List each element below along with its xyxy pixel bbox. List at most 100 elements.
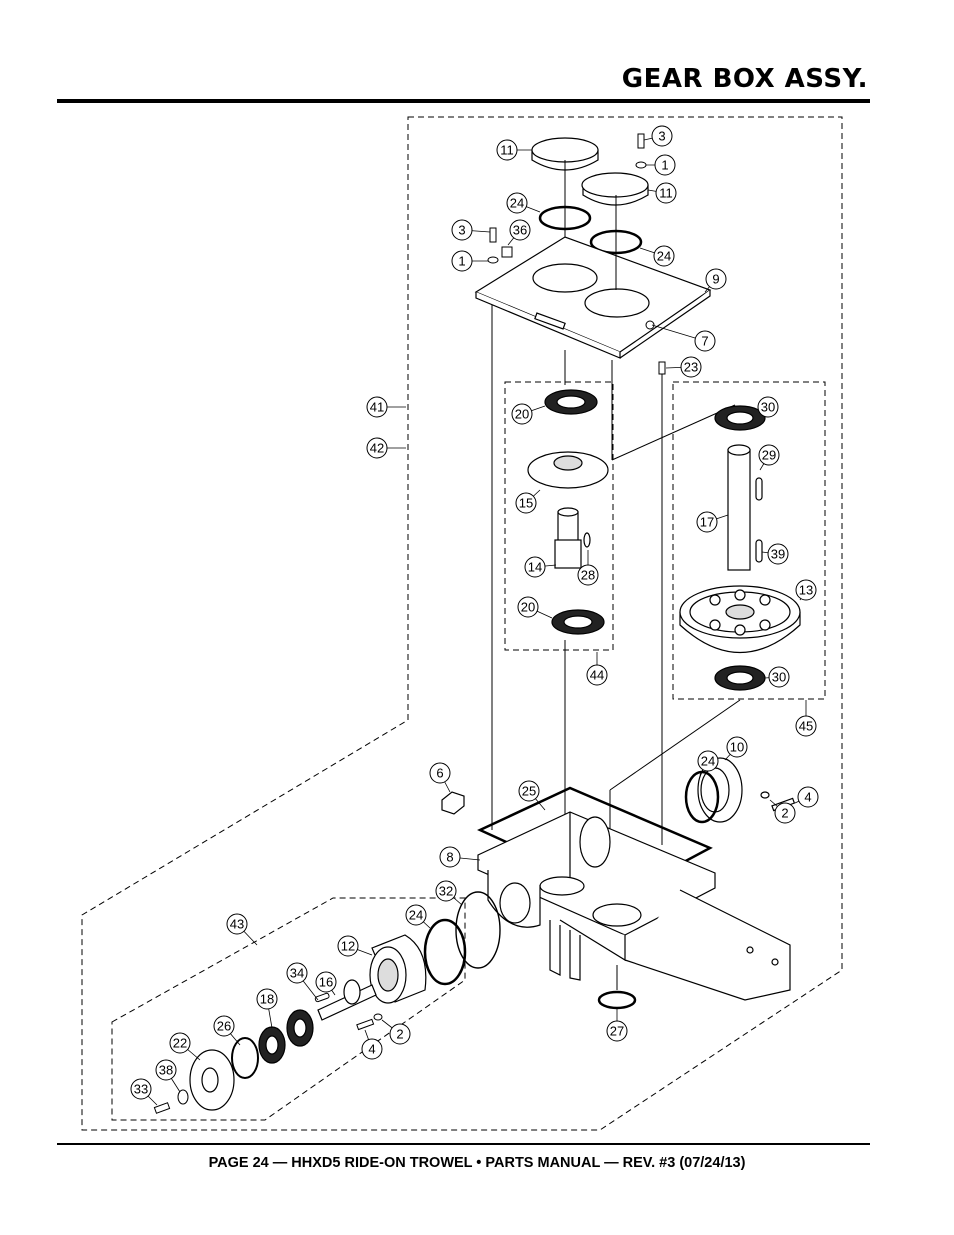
top-cover-11a <box>531 137 599 171</box>
callout-number: 44 <box>590 668 604 683</box>
o-ring-24-left <box>423 918 467 986</box>
callout-20: 20 <box>517 596 553 619</box>
callout-number: 9 <box>712 272 719 287</box>
breather-7 <box>645 320 655 330</box>
bearing-18 <box>258 1009 314 1064</box>
callout-number: 22 <box>173 1036 187 1051</box>
subassembly-45-box <box>672 381 826 700</box>
callout-number: 34 <box>290 966 304 981</box>
callout-circle <box>256 988 278 1010</box>
callout-number: 36 <box>513 223 527 238</box>
worm-gear-13 <box>679 585 801 653</box>
callout-16: 16 <box>315 971 337 996</box>
callout-number: 42 <box>370 441 384 456</box>
callout-circle <box>155 1059 177 1081</box>
callout-number: 38 <box>159 1063 173 1078</box>
bearing-20-lower <box>551 609 605 635</box>
callout-24: 24 <box>697 750 719 776</box>
callout-number: 17 <box>700 515 714 530</box>
callout-number: 39 <box>771 547 785 562</box>
callout-13: 13 <box>795 579 817 601</box>
callout-number: 24 <box>657 249 671 264</box>
callout-10: 10 <box>724 736 748 761</box>
callout-20: 20 <box>511 403 546 425</box>
callout-circle <box>429 762 451 784</box>
callout-29: 29 <box>758 444 780 471</box>
callout-circle <box>439 846 461 868</box>
callout-1: 1 <box>451 250 488 272</box>
callout-number: 26 <box>217 1019 231 1034</box>
callout-42: 42 <box>366 437 406 459</box>
callout-circle <box>768 666 790 688</box>
callout-number: 6 <box>436 766 443 781</box>
callout-23: 23 <box>665 356 702 378</box>
callout-circle <box>518 780 540 802</box>
callout-circle <box>435 880 457 902</box>
callout-11: 11 <box>647 182 677 204</box>
callout-17: 17 <box>696 511 729 533</box>
callout-11: 11 <box>496 139 532 161</box>
callout-number: 2 <box>781 806 788 821</box>
callout-number: 3 <box>658 129 665 144</box>
callout-number: 33 <box>134 1082 148 1097</box>
callout-3: 3 <box>643 125 673 147</box>
callout-circle <box>653 245 675 267</box>
callout-number: 32 <box>439 884 453 899</box>
input-housing-12 <box>369 934 427 1004</box>
callout-22: 22 <box>169 1032 201 1061</box>
callout-circle <box>169 1032 191 1054</box>
callout-circle <box>361 1038 383 1060</box>
callout-circle <box>511 403 533 425</box>
callout-number: 30 <box>761 400 775 415</box>
callout-32: 32 <box>435 880 463 906</box>
callout-circle <box>226 913 248 935</box>
callout-7: 7 <box>651 324 716 352</box>
callout-number: 24 <box>510 196 524 211</box>
callout-number: 1 <box>458 254 465 269</box>
callout-circle <box>517 596 539 618</box>
callout-3: 3 <box>451 219 491 241</box>
callout-circle <box>655 182 677 204</box>
callout-43: 43 <box>226 913 258 946</box>
top-cover-11b <box>581 172 649 206</box>
callout-number: 10 <box>730 740 744 755</box>
callout-circle <box>366 437 388 459</box>
callout-circle <box>651 125 673 147</box>
callout-39: 39 <box>761 543 789 565</box>
callout-15: 15 <box>515 489 541 514</box>
callout-number: 4 <box>368 1042 375 1057</box>
callout-circle <box>366 396 388 418</box>
callout-circle <box>506 192 528 214</box>
callout-circle <box>509 219 531 241</box>
o-ring-27 <box>597 990 637 1010</box>
callout-circle <box>606 1020 628 1042</box>
callout-14: 14 <box>524 556 557 578</box>
callout-number: 12 <box>341 939 355 954</box>
callout-2: 2 <box>769 799 796 824</box>
callout-41: 41 <box>366 396 406 418</box>
washer-38 <box>177 1089 189 1105</box>
callout-number: 14 <box>528 560 542 575</box>
callout-number: 18 <box>260 992 274 1007</box>
bearing-30-lower <box>714 665 766 691</box>
callout-number: 45 <box>799 719 813 734</box>
callout-circle <box>524 556 546 578</box>
callout-circle <box>767 543 789 565</box>
callout-number: 11 <box>659 186 673 201</box>
callout-24: 24 <box>405 904 431 929</box>
callout-number: 11 <box>500 143 514 158</box>
callout-2: 2 <box>381 1019 411 1045</box>
bolt-33 <box>153 1102 171 1114</box>
callout-circle <box>515 492 537 514</box>
callout-circle <box>757 396 779 418</box>
callout-number: 16 <box>319 975 333 990</box>
bearing-30-upper <box>714 405 766 431</box>
callout-number: 20 <box>515 407 529 422</box>
callout-circle <box>697 750 719 772</box>
callout-circle <box>795 715 817 737</box>
callout-number: 20 <box>521 600 535 615</box>
callout-number: 3 <box>458 223 465 238</box>
callout-circle <box>451 250 473 272</box>
callout-26: 26 <box>213 1015 241 1046</box>
callout-number: 15 <box>519 496 533 511</box>
